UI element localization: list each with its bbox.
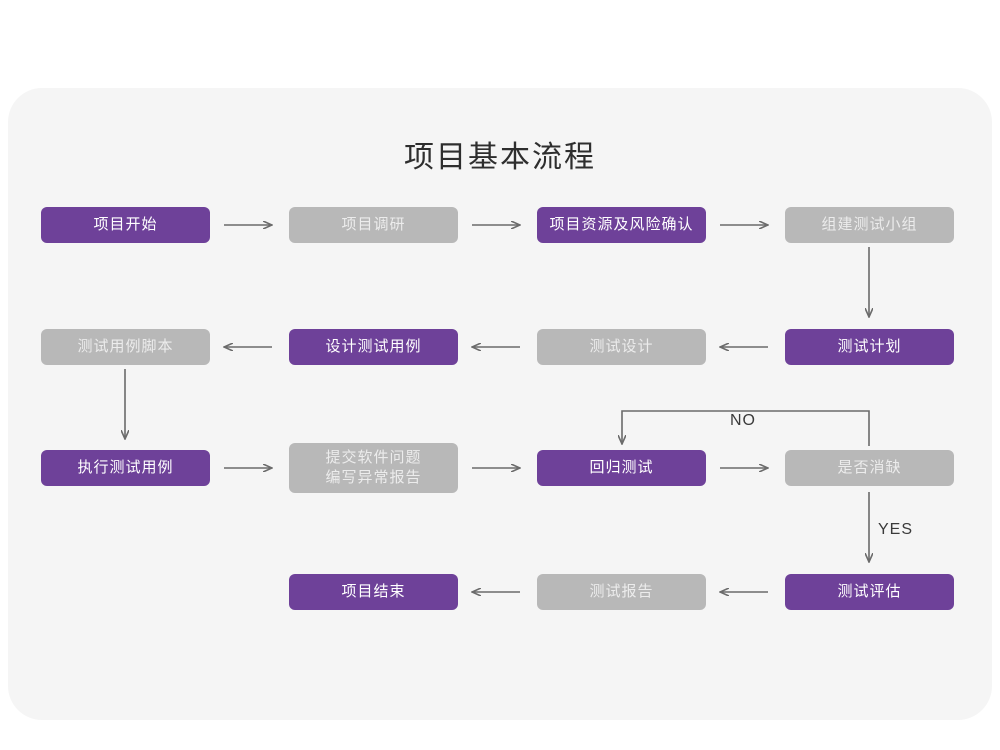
page-title: 项目基本流程 [404, 141, 596, 174]
node-test-report[interactable]: 测试报告 [537, 574, 706, 610]
flowchart-card [8, 88, 992, 720]
node-project-end[interactable]: 项目结束 [289, 574, 458, 610]
node-submit-defect-report[interactable]: 提交软件问题 编写异常报告 [289, 443, 458, 493]
node-defect-cleared[interactable]: 是否消缺 [785, 450, 954, 486]
node-resource-risk-confirm[interactable]: 项目资源及风险确认 [537, 207, 706, 243]
node-form-test-team[interactable]: 组建测试小组 [785, 207, 954, 243]
node-project-research[interactable]: 项目调研 [289, 207, 458, 243]
node-project-start[interactable]: 项目开始 [41, 207, 210, 243]
node-design-test-case[interactable]: 设计测试用例 [289, 329, 458, 365]
node-test-evaluation[interactable]: 测试评估 [785, 574, 954, 610]
node-test-design[interactable]: 测试设计 [537, 329, 706, 365]
edge-label-yes: YES [878, 521, 914, 538]
node-test-plan[interactable]: 测试计划 [785, 329, 954, 365]
node-regression-test[interactable]: 回归测试 [537, 450, 706, 486]
node-test-case-script[interactable]: 测试用例脚本 [41, 329, 210, 365]
node-execute-test-case[interactable]: 执行测试用例 [41, 450, 210, 486]
edge-label-no: NO [730, 412, 756, 429]
